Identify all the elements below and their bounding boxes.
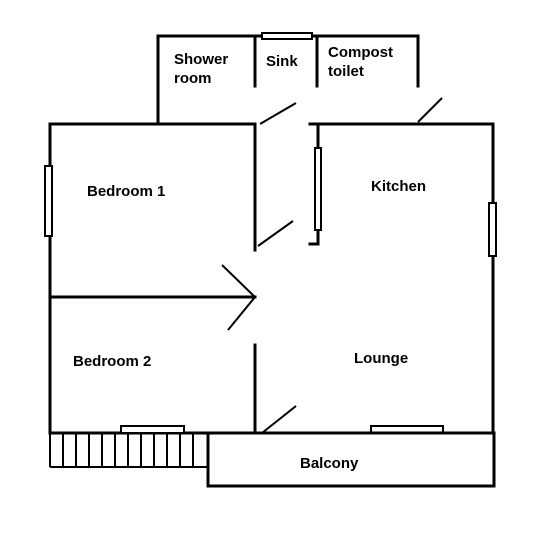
kitchen-lounge-walls — [308, 122, 495, 435]
compost-door — [417, 97, 443, 123]
bedroom1-label: Bedroom 1 — [87, 183, 165, 200]
sink-label: Sink — [266, 53, 298, 70]
bedrooms-walls — [48, 122, 257, 435]
shower-door — [259, 102, 297, 125]
shower-room-label-line1: Shower — [174, 51, 228, 68]
balcony-label: Balcony — [300, 455, 359, 472]
kitchen-window — [488, 202, 497, 257]
shower-room-label-line2: room — [174, 70, 212, 87]
compost-toilet-label-line2: toilet — [328, 63, 364, 80]
doors — [221, 97, 443, 434]
steps — [49, 433, 208, 468]
kitchen-counter — [314, 147, 322, 231]
bedroom1-door — [257, 220, 294, 247]
service-rooms-walls — [156, 34, 420, 126]
balcony — [206, 431, 496, 488]
compost-toilet-label-line1: Compost — [328, 44, 393, 61]
bedroom1-window — [44, 165, 53, 237]
bedroom2-door-a — [221, 264, 256, 298]
sink-window — [261, 32, 313, 40]
bedroom2-door-b — [227, 296, 256, 331]
bedroom2-label: Bedroom 2 — [73, 353, 151, 370]
kitchen-label: Kitchen — [371, 178, 426, 195]
lounge-label: Lounge — [354, 350, 408, 367]
bedroom2-window — [120, 425, 185, 434]
lounge-door — [261, 405, 297, 434]
